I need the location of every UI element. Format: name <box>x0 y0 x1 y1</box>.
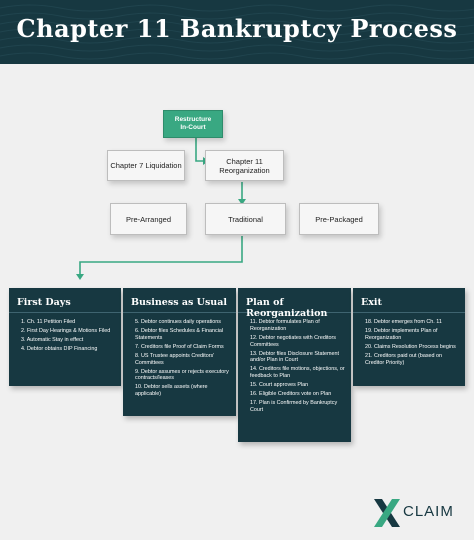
pre-packaged-box: Pre-Packaged <box>299 203 379 235</box>
divider <box>123 312 236 313</box>
phase-step: 4. Debtor obtains DIP Financing <box>21 345 98 352</box>
restructure-in-court-box: Restructure In-Court <box>163 110 223 138</box>
phase-step: 19. Debtor implements Plan of Reorganiza… <box>365 327 438 341</box>
arrow-head-icon <box>76 274 84 280</box>
phase-step-list: 5. Debtor continues daily operations 6. … <box>123 313 236 398</box>
phase-step: 20. Claims Resolution Process begins <box>365 343 456 350</box>
phase-step: 12. Debtor negotiates with Creditors Com… <box>250 334 336 348</box>
phase-panel-business-as-usual: Business as Usual 5. Debtor continues da… <box>123 288 236 416</box>
divider <box>353 312 465 313</box>
phase-step: 16. Eligible Creditors vote on Plan <box>250 391 332 398</box>
phase-step: 10. Debtor sells assets (where applicabl… <box>135 384 208 398</box>
phase-step: 7. Creditors file Proof of Claim Forms <box>135 343 224 350</box>
logo-text: CLAIM <box>403 503 454 520</box>
phase-panel-exit: Exit 18. Debtor emerges from Ch. 11 19. … <box>353 288 465 386</box>
phase-step: 18. Debtor emerges from Ch. 11 <box>365 319 442 325</box>
phase-panel-plan-of-reorganization: Plan of Reorganization 11. Debtor formul… <box>238 288 351 442</box>
phase-title: Business as Usual <box>131 297 227 308</box>
xclaim-logo-icon <box>374 499 400 527</box>
phase-step: 15. Court approves Plan <box>250 382 309 389</box>
header-banner: Chapter 11 Bankruptcy Process <box>0 0 474 64</box>
phase-step: 9. Debtor assumes or rejects executory c… <box>135 368 229 382</box>
divider <box>238 312 351 313</box>
phase-panel-first-days: First Days 1. Ch. 11 Petition Filed 2. F… <box>9 288 121 386</box>
phase-title: Plan of Reorganization <box>246 297 328 319</box>
phase-step: 6. Debtor files Schedules & Financial St… <box>135 327 224 341</box>
phase-title: Exit <box>361 297 382 308</box>
phase-step: 5. Debtor continues daily operations <box>135 319 222 325</box>
wave-pattern <box>0 4 474 60</box>
phase-step: 8. US Trustee appoints Creditors' Commit… <box>135 352 215 366</box>
phase-step: 11. Debtor formulates Plan of Reorganiza… <box>250 319 320 332</box>
pre-arranged-box: Pre-Arranged <box>110 203 187 235</box>
divider <box>9 312 121 313</box>
chapter7-liquidation-box: Chapter 7 Liquidation <box>107 150 185 181</box>
phase-step: 2. First Day Hearings & Motions Filed <box>21 327 111 334</box>
phase-step: 1. Ch. 11 Petition Filed <box>21 319 76 325</box>
phase-title: First Days <box>17 297 71 308</box>
phase-step: 17. Plan is Confirmed by Bankruptcy Cour… <box>250 400 338 413</box>
arrow-head-icon <box>238 199 246 205</box>
phase-step: 14. Creditors file motions, objections, … <box>250 366 345 380</box>
phase-step-list: 18. Debtor emerges from Ch. 11 19. Debto… <box>353 313 465 366</box>
phase-step-list: 11. Debtor formulates Plan of Reorganiza… <box>238 313 351 414</box>
page-title: Chapter 11 Bankruptcy Process <box>16 14 458 43</box>
phase-step: 13. Debtor files Disclosure Statement an… <box>250 350 339 364</box>
phase-step: 3. Automatic Stay in effect <box>21 336 84 343</box>
traditional-box: Traditional <box>205 203 286 235</box>
phase-step-list: 1. Ch. 11 Petition Filed 2. First Day He… <box>9 313 121 353</box>
phase-step: 21. Creditors paid out (based on Credito… <box>365 352 443 366</box>
chapter11-reorganization-box: Chapter 11 Reorganization <box>205 150 284 181</box>
